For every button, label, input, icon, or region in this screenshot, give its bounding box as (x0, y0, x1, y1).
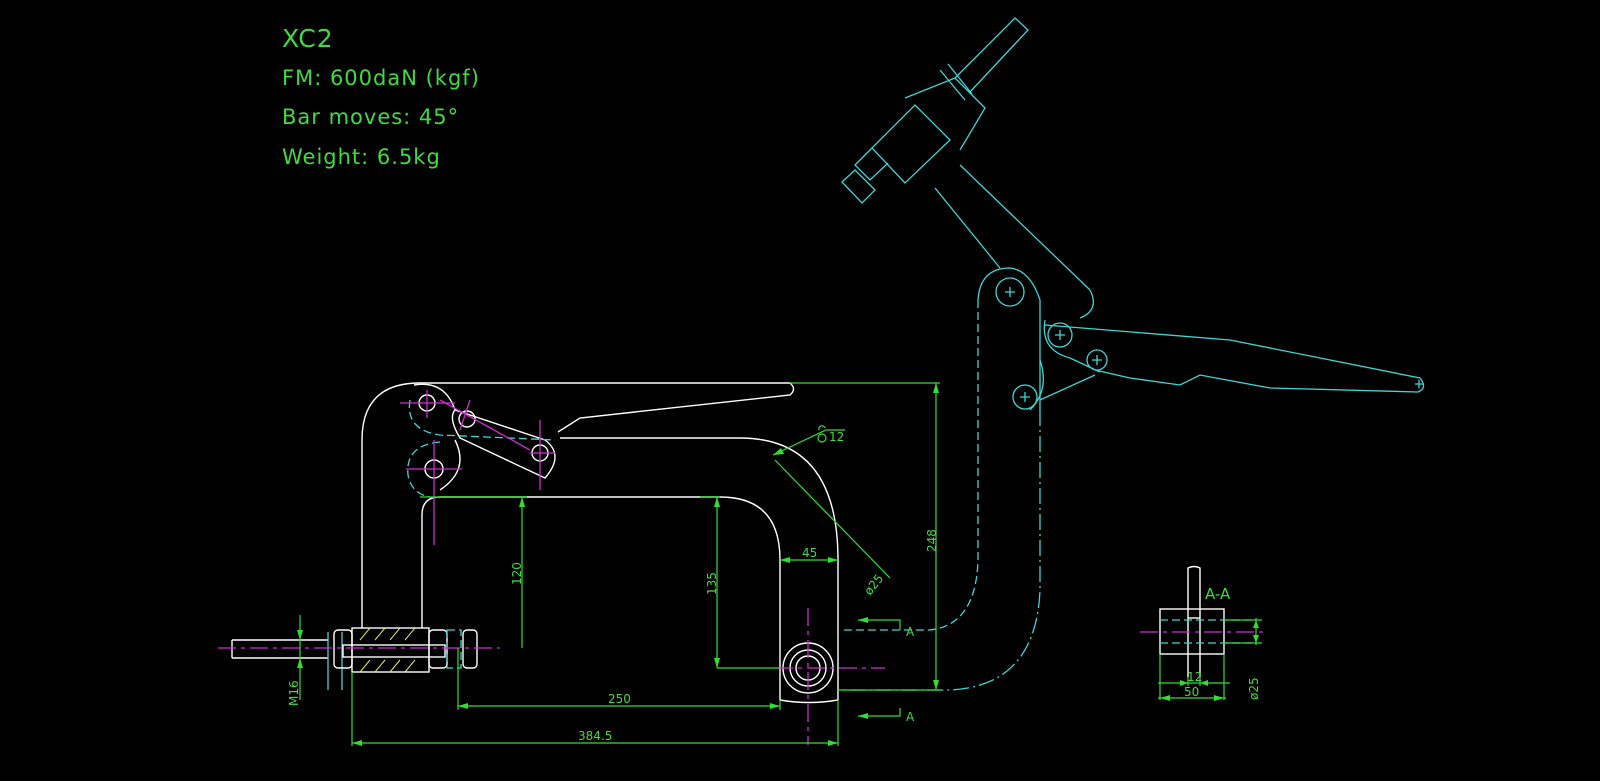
dim-45: 45 (802, 546, 817, 560)
section-dim-12: 12 (1187, 670, 1202, 684)
section-title: A-A (1205, 585, 1231, 603)
bar-moves-label: Bar moves: 45° (282, 105, 460, 129)
dim-135: 135 (705, 572, 719, 595)
dimension-lines (297, 382, 940, 746)
weight-label: Weight: 6.5kg (282, 145, 441, 169)
dim-diameter-25: ø25 (861, 571, 886, 597)
dim-120: 120 (510, 562, 524, 585)
dim-384-5: 384.5 (578, 729, 612, 743)
section-dim-diameter: ø25 (1247, 677, 1261, 700)
model-label: XC2 (282, 24, 334, 53)
section-marker-top: A (906, 625, 915, 639)
section-view (1140, 565, 1267, 701)
section-marker-bottom: A (906, 710, 915, 724)
open-lever-outline (840, 17, 1425, 691)
clamp-body (361, 382, 885, 745)
radius-dimension: 12 (829, 430, 844, 444)
dim-m16: M16 (287, 680, 301, 706)
dim-250: 250 (608, 692, 631, 706)
force-label: FM: 600daN (kgf) (282, 66, 480, 90)
threaded-bolt (218, 627, 500, 690)
dim-248: 248 (925, 529, 939, 552)
section-dim-50: 50 (1184, 685, 1199, 699)
